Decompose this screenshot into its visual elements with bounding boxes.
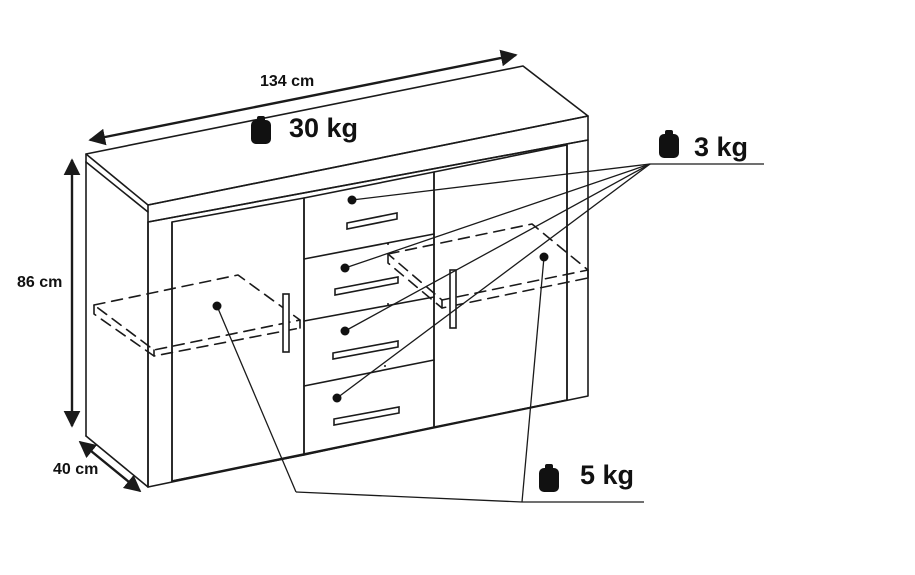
right-door — [433, 144, 568, 428]
load-point-drawer-1 — [347, 195, 357, 205]
right-shelf — [387, 223, 589, 309]
width-label: 134 cm — [260, 73, 315, 90]
door-handle-left — [282, 293, 290, 353]
weight-icon-drawers — [659, 130, 679, 158]
depth-label: 40 cm — [53, 461, 99, 478]
shelf-load-label: 5 kg — [580, 460, 635, 490]
load-point-left-shelf — [212, 301, 222, 311]
drawer-column — [303, 171, 435, 456]
weight-icon-shelves — [539, 464, 559, 492]
drawer-handle-1 — [346, 212, 398, 230]
top-load-label: 30 kg — [289, 113, 359, 143]
left-shelf — [93, 274, 301, 357]
side-panel — [85, 161, 149, 488]
shelf-leader-lines — [216, 256, 644, 503]
door-handle-right — [449, 269, 457, 329]
drawer-handle-4 — [333, 406, 400, 426]
drawer-leader-lines — [336, 163, 764, 399]
height-label: 86 cm — [17, 274, 63, 291]
width-dimension-arrow — [88, 49, 518, 146]
load-point-drawer-4 — [332, 393, 342, 403]
drawer-load-label: 3 kg — [694, 132, 749, 162]
load-point-drawer-3 — [340, 326, 350, 336]
drawer-handle-3 — [332, 340, 399, 360]
drawer-handle-2 — [334, 276, 399, 296]
top-slab — [85, 65, 589, 223]
depth-dimension-arrow — [78, 440, 142, 493]
load-point-right-shelf — [539, 252, 549, 262]
load-point-drawer-2 — [340, 263, 350, 273]
